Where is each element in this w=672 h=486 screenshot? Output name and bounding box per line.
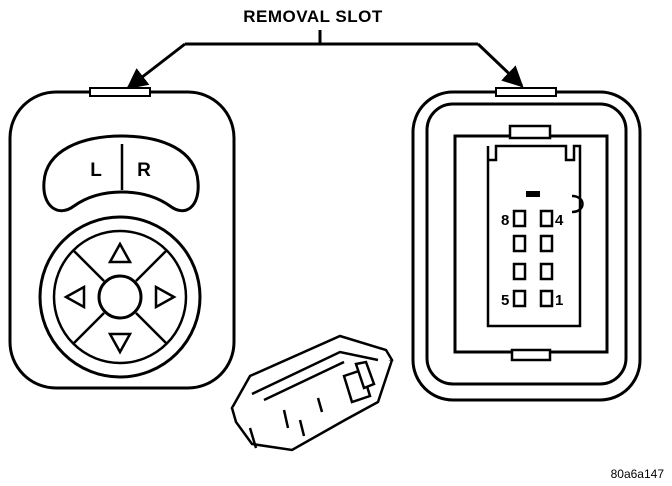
down-arrow-icon xyxy=(107,332,133,355)
left-mirror-label: L xyxy=(90,160,102,181)
removal-slot-right xyxy=(495,87,557,97)
switch-front-view: L R xyxy=(8,87,236,390)
pin-number-1: 1 xyxy=(555,292,563,309)
connector-bottom-tab xyxy=(510,348,552,362)
pin-number-8: 8 xyxy=(501,212,509,229)
pin-cavities xyxy=(512,209,554,308)
key-slot xyxy=(526,191,540,197)
callout-arrows xyxy=(126,30,524,90)
right-arrow-icon xyxy=(154,284,177,310)
pin-number-5: 5 xyxy=(501,292,509,309)
up-arrow-icon xyxy=(107,241,133,264)
removal-slot-label: REMOVAL SLOT xyxy=(243,7,383,26)
switch-rear-view: 8 4 5 1 xyxy=(411,87,642,402)
right-mirror-label: R xyxy=(137,160,151,181)
figure-code: 80a6a147 xyxy=(611,467,665,481)
removal-slot-left xyxy=(89,87,151,97)
dpad-center-button xyxy=(97,274,143,320)
connector-top-tab xyxy=(508,124,552,140)
pin-cavity-block xyxy=(486,144,582,328)
left-arrow-icon xyxy=(63,284,86,310)
switch-isometric-view xyxy=(230,334,394,452)
pin-number-4: 4 xyxy=(555,212,564,229)
connector-latch xyxy=(571,194,584,214)
